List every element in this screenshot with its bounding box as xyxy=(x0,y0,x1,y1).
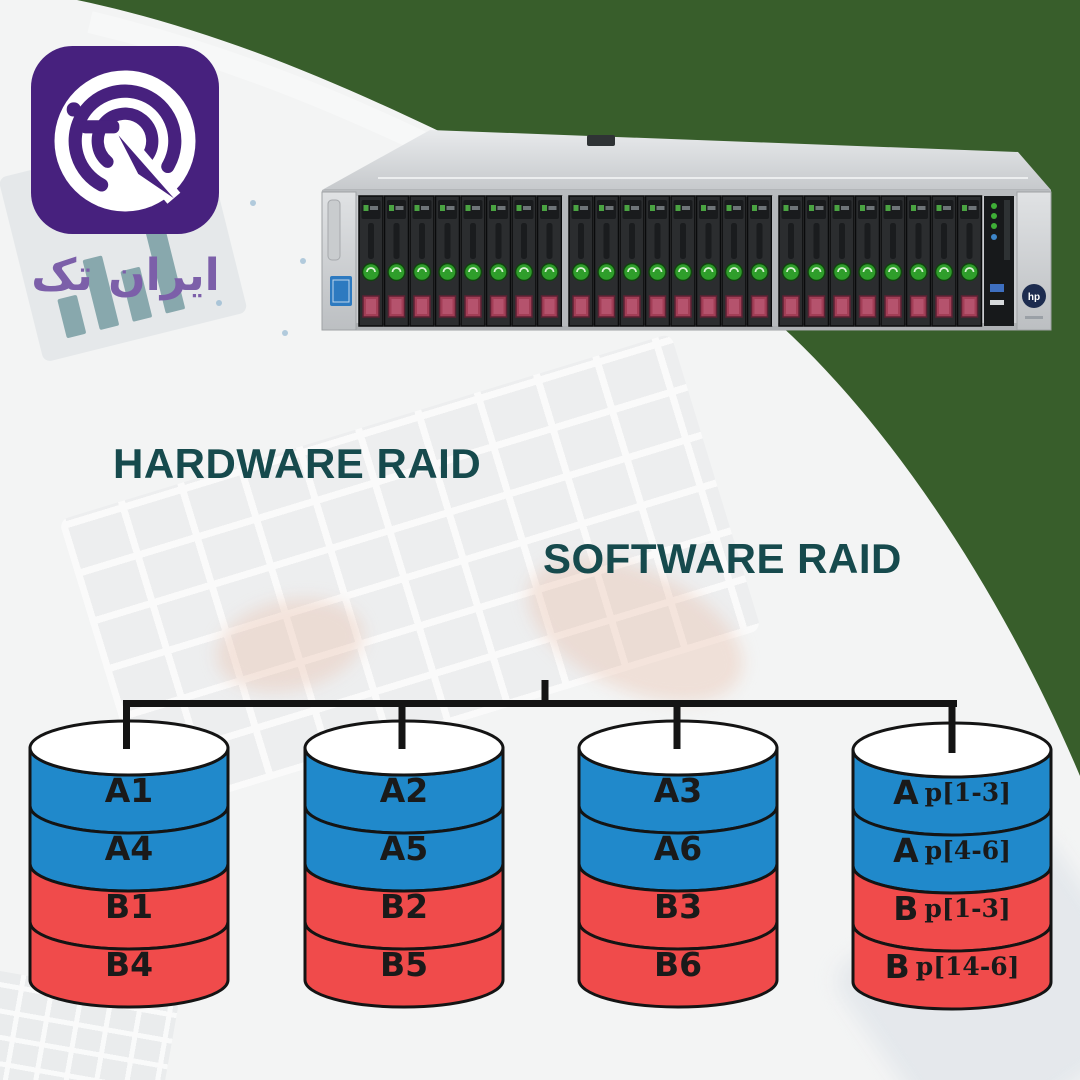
disk-cylinder-1: A1 A4 B1 B4 xyxy=(28,719,230,1009)
server-control-column xyxy=(984,196,1014,326)
company-name-farsi: ایران تک xyxy=(31,250,220,301)
disk-segment-label: B5 xyxy=(380,945,428,984)
usb-port xyxy=(990,284,1004,292)
disk-segment-label: B1 xyxy=(105,887,153,926)
disk-segment-label: B6 xyxy=(654,945,702,984)
drive-bay-group-3 xyxy=(778,195,983,327)
server-lid-handle xyxy=(587,135,615,146)
disk-segment-label: A6 xyxy=(654,829,703,868)
disk-segment-label: A5 xyxy=(380,829,429,868)
hp-logo-text: hp xyxy=(1028,292,1040,303)
disk-segment-label: A4 xyxy=(105,829,154,868)
disk-segment-label: A2 xyxy=(380,771,429,810)
hp-logo xyxy=(1022,284,1046,308)
server-lid xyxy=(322,130,1051,190)
hardware-raid-heading: HARDWARE RAID xyxy=(113,440,482,487)
itq-logo-icon xyxy=(31,46,219,234)
rack-ear-right: hp xyxy=(1016,191,1052,331)
disk-segment-label: A3 xyxy=(654,771,703,810)
software-raid-heading: SOFTWARE RAID xyxy=(543,535,902,582)
disk-segment-label: B3 xyxy=(654,887,702,926)
intel-badge xyxy=(330,276,352,306)
disk-segment-label: B2 xyxy=(380,887,428,926)
company-logo xyxy=(31,46,219,234)
server-graphic: hp xyxy=(321,130,1052,331)
rack-ear-left xyxy=(321,191,357,331)
disk-cylinder-3: A3 A6 B3 B6 xyxy=(577,719,779,1009)
server-image: hp xyxy=(318,104,1054,336)
drive-bay-group-2 xyxy=(568,195,773,327)
disk-segment-label: B4 xyxy=(105,945,153,984)
disk-cylinder-2: A2 A5 B2 B5 xyxy=(303,719,505,1009)
disk-segment-label: A1 xyxy=(105,771,154,810)
drive-bay-group-1 xyxy=(358,195,563,327)
